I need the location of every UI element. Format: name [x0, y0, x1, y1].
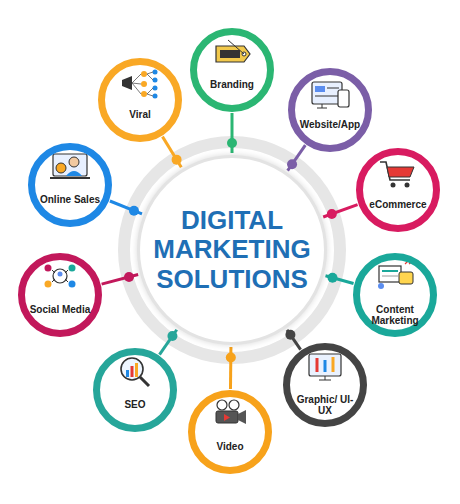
connector-dot [327, 209, 337, 219]
service-circle: Branding [190, 28, 274, 112]
service-label: Viral [109, 109, 171, 120]
service-label: Video [199, 441, 261, 452]
connector-dot [226, 352, 236, 362]
service-label: Content Marketing [364, 304, 426, 326]
seo-icon [121, 358, 149, 386]
service-label: Website/App [299, 119, 361, 130]
connector-dot [227, 138, 237, 148]
service-circle: Social Media [18, 253, 102, 337]
service-circle: Content Marketing [353, 253, 437, 337]
cart-icon [380, 162, 414, 188]
service-label: Graphic/ UI-UX [294, 394, 356, 416]
service-circle: SEO [93, 348, 177, 432]
diagram-title-text: DIGITAL MARKETING SOLUTIONS [144, 206, 320, 293]
connector-dot [129, 206, 139, 216]
service-circle: Graphic/ UI-UX [283, 343, 367, 427]
viral-icon [122, 70, 158, 99]
service-circle: Video [188, 390, 272, 474]
connector-dot [287, 159, 297, 169]
service-label: eCommerce [367, 199, 429, 210]
online-sales-icon [50, 154, 90, 178]
connector-line [162, 137, 181, 168]
service-label: Branding [201, 79, 263, 90]
service-label: SEO [104, 399, 166, 410]
social-icon [45, 265, 76, 288]
connector-line [288, 145, 306, 170]
service-circle: Online Sales [28, 143, 112, 227]
connector-dot [172, 155, 182, 165]
connector-dot [328, 273, 338, 283]
connector-line [159, 330, 176, 355]
service-circle: Website/App [288, 68, 372, 152]
camera-icon [216, 400, 246, 424]
center-ring [124, 142, 340, 358]
website-icon [312, 82, 349, 108]
graphic-icon [309, 354, 341, 380]
service-circle: Viral [98, 58, 182, 142]
brand-tag-icon [216, 40, 250, 62]
connector-dot [124, 272, 134, 282]
center-circle: DIGITAL MARKETING SOLUTIONS [137, 155, 327, 345]
service-label: Social Media [29, 304, 91, 315]
service-label: Online Sales [39, 194, 101, 205]
content-icon [378, 260, 413, 289]
connector-dot [285, 330, 295, 340]
service-circle: eCommerce [356, 148, 440, 232]
connector-dot [167, 331, 177, 341]
